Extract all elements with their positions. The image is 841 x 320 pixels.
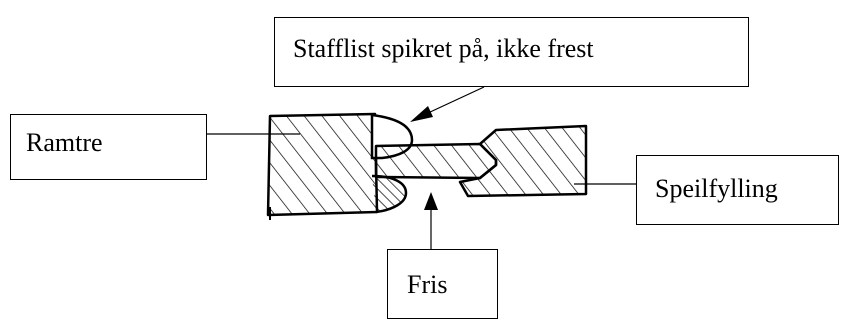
label-moulding: Stafflist spikret på, ikke frest <box>293 34 594 63</box>
arrowhead-bottom <box>424 192 438 210</box>
arrowhead-top <box>410 106 433 122</box>
label-box-moulding: Stafflist spikret på, ikke frest <box>274 17 749 87</box>
label-box-frame: Ramtre <box>10 114 207 180</box>
moulding-bead-lower <box>371 174 408 214</box>
label-rail: Fris <box>407 270 448 299</box>
label-box-rail: Fris <box>387 249 498 319</box>
label-box-panel: Speilfylling <box>636 155 839 225</box>
label-frame: Ramtre <box>26 128 103 157</box>
panel-section <box>458 124 588 198</box>
rail-section <box>374 142 498 180</box>
frame-section <box>266 112 379 217</box>
leader-line-top <box>427 86 485 114</box>
label-panel: Speilfylling <box>655 174 778 203</box>
